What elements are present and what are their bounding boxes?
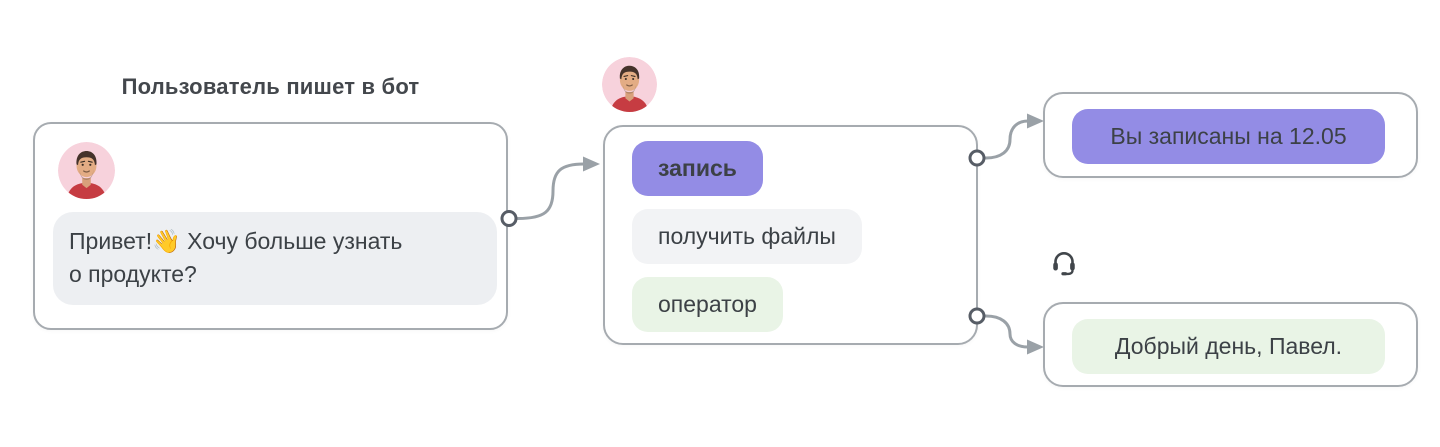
arrowhead-to-bot [583,156,600,172]
user-message-line-2: о продукте? [69,261,197,287]
operator-reply-message: Добрый день, Павел. [1072,319,1385,374]
user-message-node[interactable]: Привет!👋 Хочу больше узнать о продукте? [33,122,508,330]
connector-bot-to-booking [984,119,1030,160]
bot-options-node[interactable]: запись получить файлы оператор [603,125,978,345]
user-message-bubble: Привет!👋 Хочу больше узнать о продукте? [53,212,497,305]
arrowhead-to-booking [1027,113,1044,129]
user-avatar [58,142,115,199]
booking-reply-node[interactable]: Вы записаны на 12.05 [1043,92,1418,178]
connector-user-to-bot [516,162,586,220]
headset-icon [1053,252,1075,276]
port-bot-output-operator[interactable] [968,307,986,325]
user-message-line-1: Привет!👋 Хочу больше узнать [69,228,403,254]
bot-avatar [602,57,657,112]
port-user-output[interactable] [500,210,518,227]
option-button-booking[interactable]: запись [632,141,763,196]
flow-step-title: Пользователь пишет в бот [121,74,420,99]
port-bot-output-booking[interactable] [968,149,986,167]
booking-reply-message: Вы записаны на 12.05 [1072,109,1385,164]
operator-reply-node[interactable]: Добрый день, Павел. [1043,302,1418,387]
option-button-files[interactable]: получить файлы [632,209,862,264]
option-button-operator[interactable]: оператор [632,277,783,332]
connector-bot-to-operator [984,314,1030,349]
bot-options-list: запись получить файлы оператор [632,141,862,332]
operator-badge [1040,238,1088,286]
arrowhead-to-operator [1027,339,1044,355]
